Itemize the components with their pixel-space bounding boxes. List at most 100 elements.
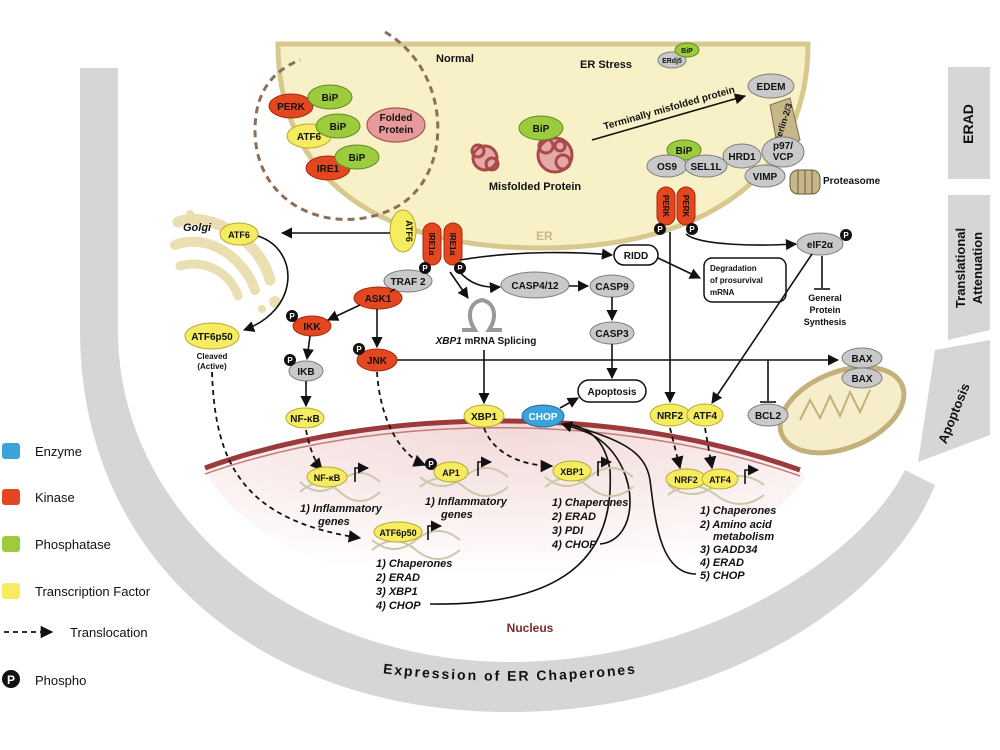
svg-text:2) ERAD: 2) ERAD — [375, 572, 420, 584]
nrf2: NRF2 — [649, 403, 691, 427]
bip-erdj5-complex: ERdj5 BiP — [657, 42, 700, 69]
ridd-box: RIDD — [613, 244, 659, 266]
svg-text:eIF2α: eIF2α — [807, 240, 834, 251]
degradation-box: Degradation of prosurvival mRNA — [703, 257, 787, 303]
phospho-ap1: P — [425, 458, 437, 470]
svg-text:CASP9: CASP9 — [595, 282, 629, 293]
xbp1: XBP1 — [463, 404, 505, 428]
svg-text:4) CHOP: 4) CHOP — [375, 600, 421, 612]
svg-text:Attenuation: Attenuation — [970, 232, 985, 304]
svg-text:1) Chaperones: 1) Chaperones — [376, 558, 452, 570]
svg-text:BAX: BAX — [851, 374, 872, 385]
nfkb-gene-list: 1) Inflammatory genes — [300, 503, 383, 528]
atf6-bip-complex: ATF6 BiP — [286, 113, 361, 149]
svg-text:p97/: p97/ — [773, 141, 793, 152]
svg-text:BiP: BiP — [676, 146, 693, 157]
svg-text:metabolism: metabolism — [713, 531, 774, 543]
svg-text:Degradation: Degradation — [710, 264, 757, 273]
svg-text:HRD1: HRD1 — [728, 152, 756, 163]
svg-text:P: P — [428, 460, 434, 469]
svg-text:XBP1: XBP1 — [471, 412, 498, 423]
svg-text:5) CHOP: 5) CHOP — [700, 570, 745, 582]
svg-text:IRE1α: IRE1α — [427, 233, 436, 256]
folded-protein: Folded Protein — [366, 107, 426, 143]
atf6p50: ATF6p50 — [184, 322, 240, 350]
svg-text:BiP: BiP — [681, 48, 693, 55]
chop: CHOP — [521, 404, 565, 428]
svg-text:4) CHOP: 4) CHOP — [551, 539, 597, 551]
p97-vcp: p97/ VCP — [761, 136, 805, 168]
ikk: IKK — [292, 315, 332, 337]
svg-text:General: General — [808, 293, 842, 303]
phospho-markers: P P P P P P P P P — [284, 223, 852, 470]
bax-2: BAX — [841, 367, 883, 389]
svg-text:NF-κB: NF-κB — [314, 473, 341, 483]
ire1a-dimer: IRE1α IRE1α — [422, 222, 463, 266]
svg-text:Apoptosis: Apoptosis — [588, 387, 637, 398]
svg-text:Proteasome: Proteasome — [823, 176, 881, 187]
svg-text:IKK: IKK — [303, 322, 321, 333]
svg-text:AP1: AP1 — [442, 468, 460, 478]
svg-text:Kinase: Kinase — [35, 490, 75, 505]
svg-text:BAX: BAX — [851, 354, 872, 365]
nucleus — [205, 420, 805, 593]
legend-transcription-factor: Transcription Factor — [2, 583, 151, 599]
svg-text:P: P — [7, 673, 15, 687]
svg-text:of prosurvival: of prosurvival — [710, 276, 763, 285]
nfkb: NF-κB — [285, 407, 325, 429]
svg-text:SEL1L: SEL1L — [690, 162, 721, 173]
svg-text:BiP: BiP — [349, 153, 366, 164]
legend-phospho: P Phospho — [2, 670, 86, 688]
golgi-label: Golgi — [183, 222, 212, 234]
svg-text:BCL2: BCL2 — [755, 411, 782, 422]
apoptosis-tab: Apoptosis — [918, 340, 990, 462]
svg-text:VIMP: VIMP — [753, 172, 778, 183]
svg-text:P: P — [356, 345, 362, 354]
normal-label: Normal — [436, 53, 474, 65]
svg-text:OS9: OS9 — [657, 162, 677, 173]
mitochondrion — [777, 364, 907, 456]
phospho-ire1-left: P — [419, 262, 431, 274]
svg-text:RIDD: RIDD — [624, 251, 648, 262]
atf6-gene-list: 1) Chaperones 2) ERAD 3) XBP1 4) CHOP — [375, 558, 452, 612]
nucleus-label: Nucleus — [507, 621, 554, 635]
atf4: ATF4 — [686, 403, 724, 427]
svg-text:NRF2: NRF2 — [657, 411, 684, 422]
svg-text:IRE1: IRE1 — [317, 164, 340, 175]
svg-text:Translational: Translational — [953, 228, 968, 308]
perk-bip-complex: PERK BiP — [268, 84, 353, 119]
svg-text:P: P — [422, 264, 428, 273]
sel1l: SEL1L — [684, 154, 728, 178]
traf2: TRAF 2 — [383, 269, 433, 293]
svg-text:PERK: PERK — [661, 195, 670, 217]
svg-text:mRNA: mRNA — [710, 288, 735, 297]
edem: EDEM — [747, 73, 795, 99]
svg-text:genes: genes — [440, 509, 473, 521]
vimp: VIMP — [744, 164, 786, 188]
svg-text:4) ERAD: 4) ERAD — [699, 557, 744, 569]
erad-tab: ERAD — [948, 67, 990, 179]
svg-text:Translocation: Translocation — [70, 625, 148, 640]
svg-text:EDEM: EDEM — [757, 82, 786, 93]
svg-text:P: P — [289, 312, 295, 321]
chaperones-arc-label: Expression of ER Chaperones — [382, 660, 637, 683]
apoptosis-box: Apoptosis — [577, 379, 647, 403]
legend-phosphatase: Phosphatase — [2, 536, 111, 552]
atf6-golgi: ATF6 — [219, 222, 259, 246]
svg-text:2) ERAD: 2) ERAD — [551, 511, 596, 523]
xbp1-nuclear: XBP1 — [544, 456, 634, 497]
phospho-ikb: P — [284, 354, 296, 366]
pathway-arrows — [211, 227, 840, 605]
translational-attenuation-tab: Translational Attenuation — [948, 195, 990, 340]
casp4-12: CASP4/12 — [500, 271, 570, 299]
bcl2: BCL2 — [747, 403, 789, 427]
svg-text:1) Inflammatory: 1) Inflammatory — [300, 503, 383, 515]
svg-text:1) Chaperones: 1) Chaperones — [700, 505, 776, 517]
misfolded-protein-label: Misfolded Protein — [489, 181, 582, 193]
svg-text:BiP: BiP — [330, 122, 347, 133]
legend: Enzyme Kinase Phosphatase Transcription … — [2, 443, 151, 688]
svg-text:ATF6: ATF6 — [404, 220, 414, 242]
bip-misfolded: BiP — [518, 115, 564, 141]
svg-text:VCP: VCP — [773, 152, 794, 163]
